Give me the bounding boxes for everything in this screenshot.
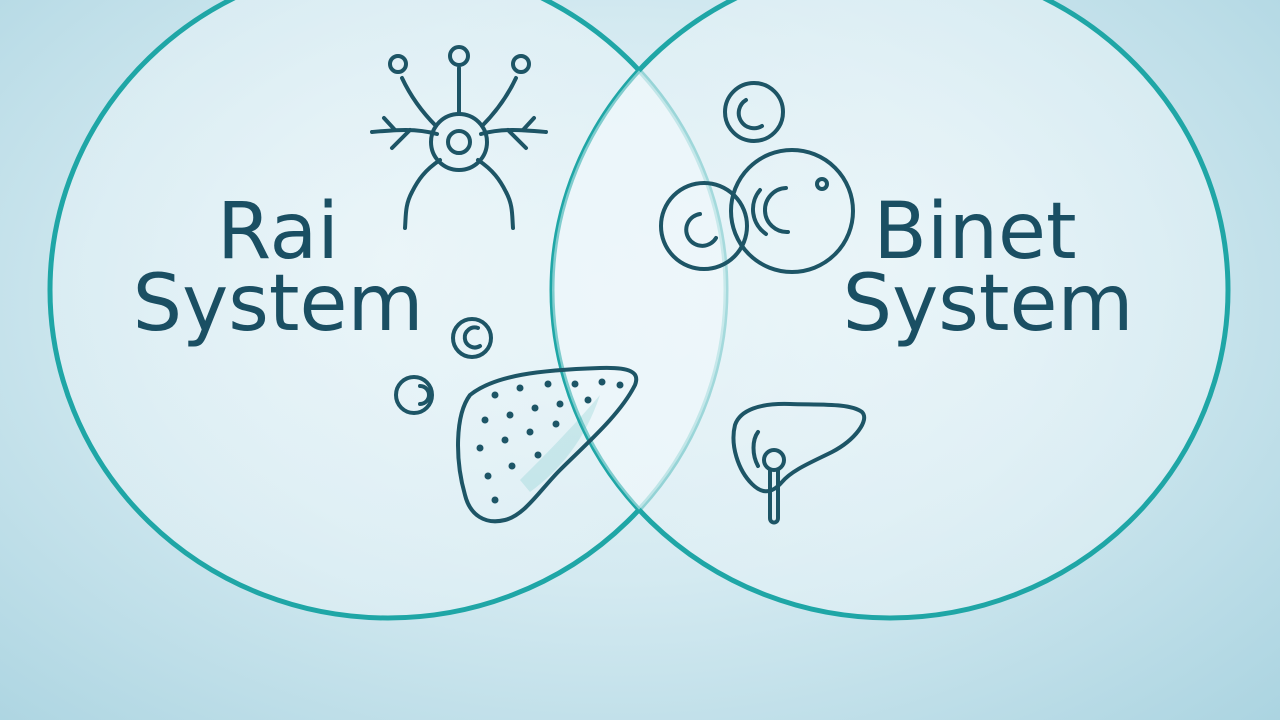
left-set-label-line2: System — [133, 259, 424, 349]
small-cell-icon — [394, 317, 493, 415]
right-set-label-line1: Binet — [873, 187, 1076, 277]
spleen-icon — [456, 365, 639, 524]
neuron-icon — [370, 45, 548, 230]
lymph-node-cells-icon — [659, 81, 855, 274]
right-set-label-line2: System — [843, 259, 1134, 349]
right-set-circle — [549, 0, 1231, 621]
left-set-label-line1: Rai — [217, 187, 339, 277]
liver-icon — [731, 401, 866, 525]
